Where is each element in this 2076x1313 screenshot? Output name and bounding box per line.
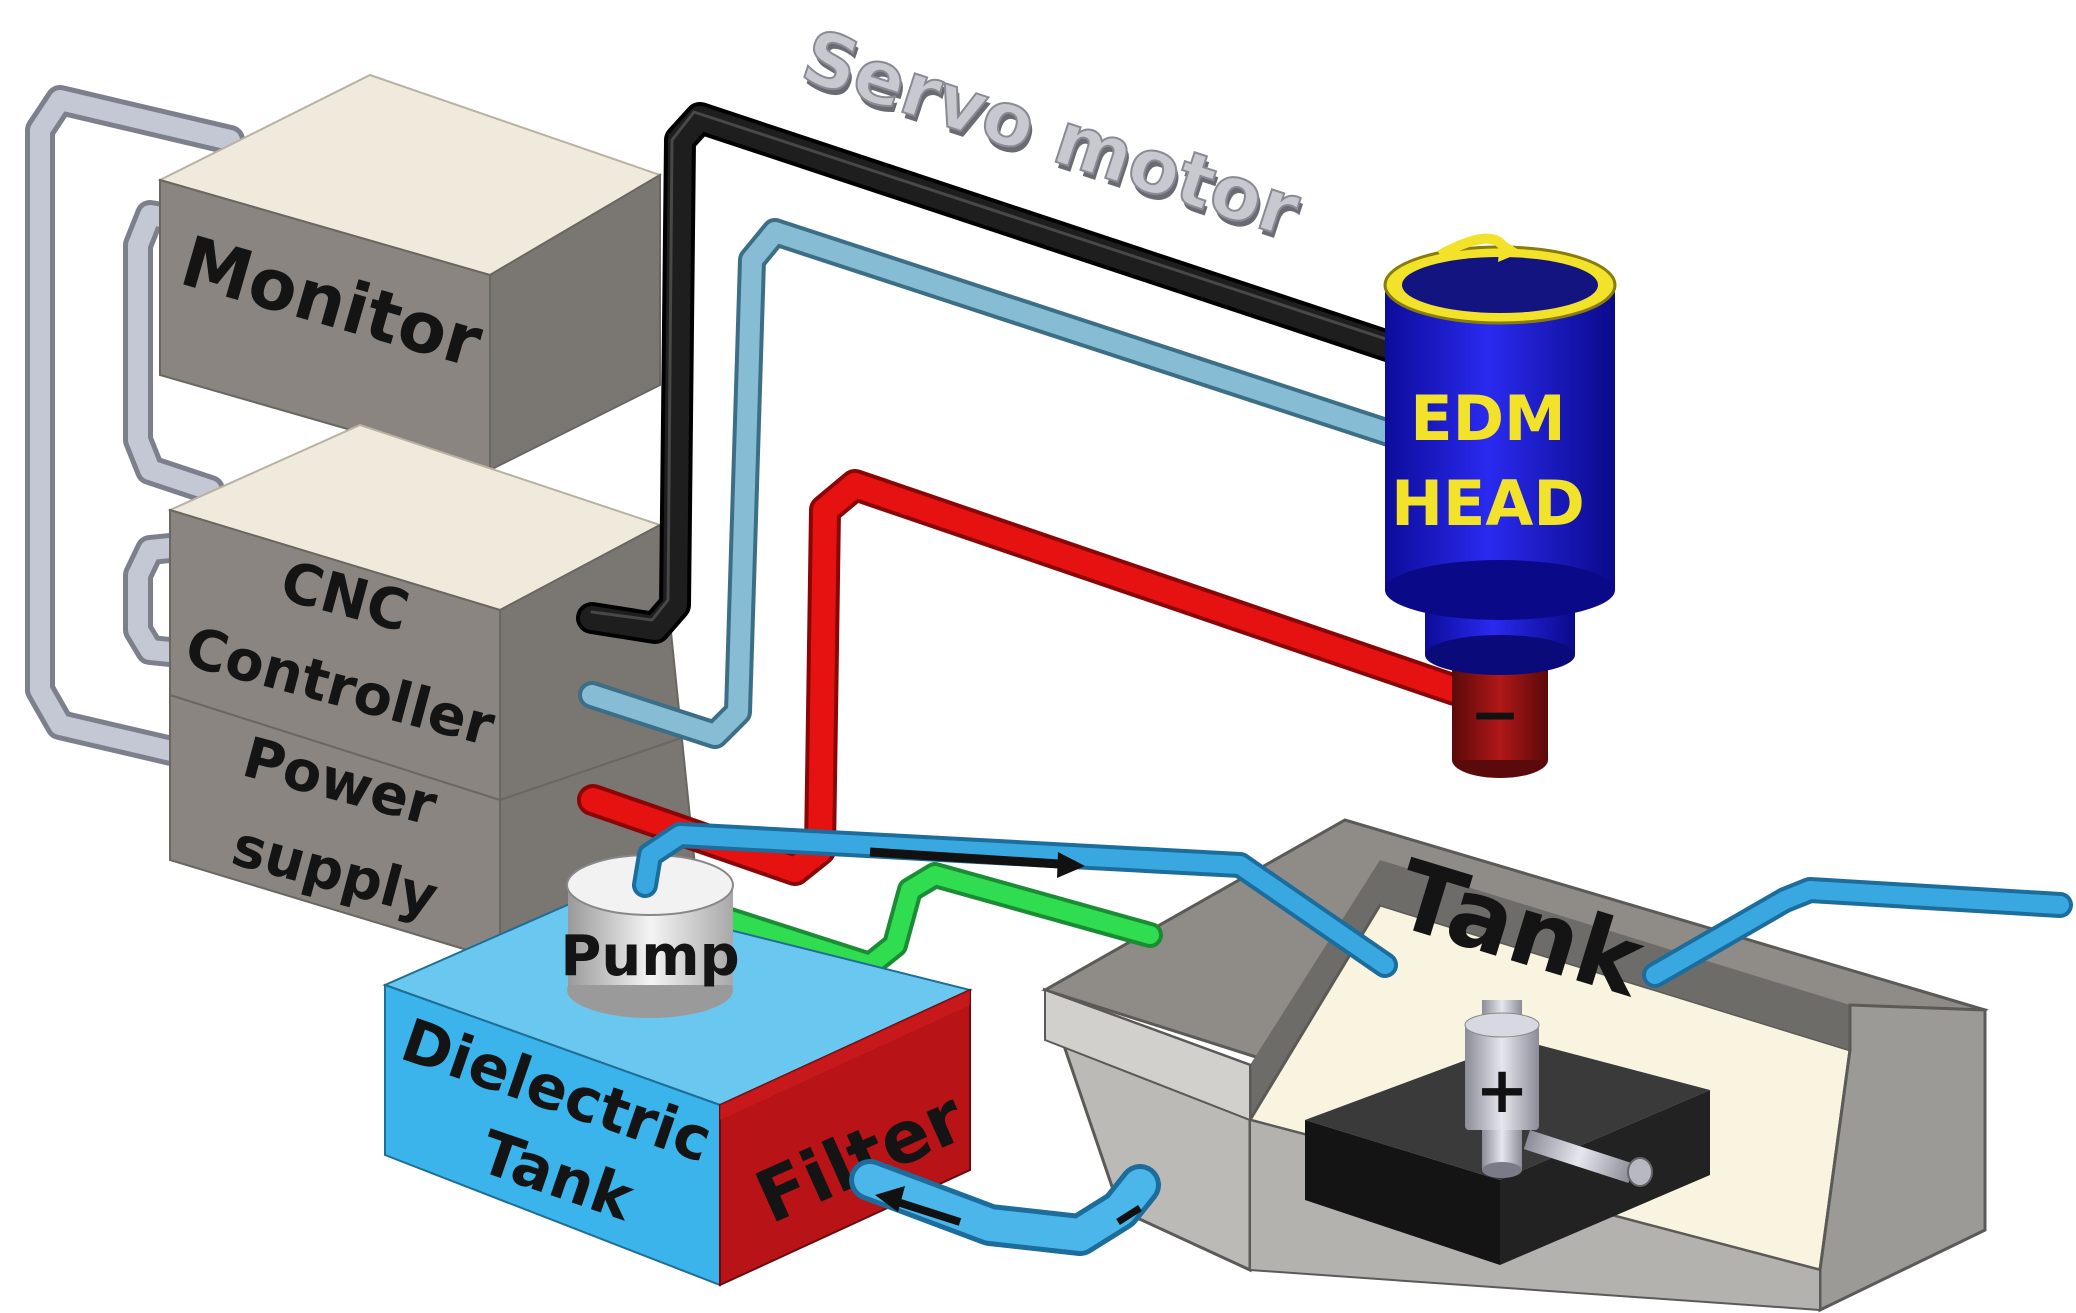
black-servo-cable (576, 102, 1416, 644)
edm-label-line1: EDM (1410, 382, 1566, 455)
positive-electrode: + (1464, 1000, 1653, 1187)
red-cable (577, 469, 1471, 886)
monitor-box: Monitor (157, 73, 663, 472)
filter-top-edge (720, 990, 970, 1120)
monitor-side (489, 173, 661, 472)
green-pipe (717, 862, 1163, 978)
positive-terminal-label: + (1475, 1054, 1529, 1128)
pump-label: Pump (560, 924, 739, 989)
blue-return-pipe (849, 1159, 1161, 1256)
arrow-right-icon (869, 847, 1085, 878)
blue-supply-pipe (632, 822, 2073, 988)
negative-terminal-label: − (1470, 680, 1520, 750)
arrow-left-icon (875, 1186, 1142, 1226)
edm-body (1385, 285, 1615, 590)
tank-inner-back-wall (1380, 860, 1850, 1050)
edm-head: − EDM HEAD (1383, 233, 1617, 778)
pump: Pump (560, 854, 740, 1018)
light-blue-cable (578, 218, 1409, 749)
edm-label-line2: HEAD (1391, 467, 1585, 540)
cnc-power-divider (169, 694, 501, 801)
